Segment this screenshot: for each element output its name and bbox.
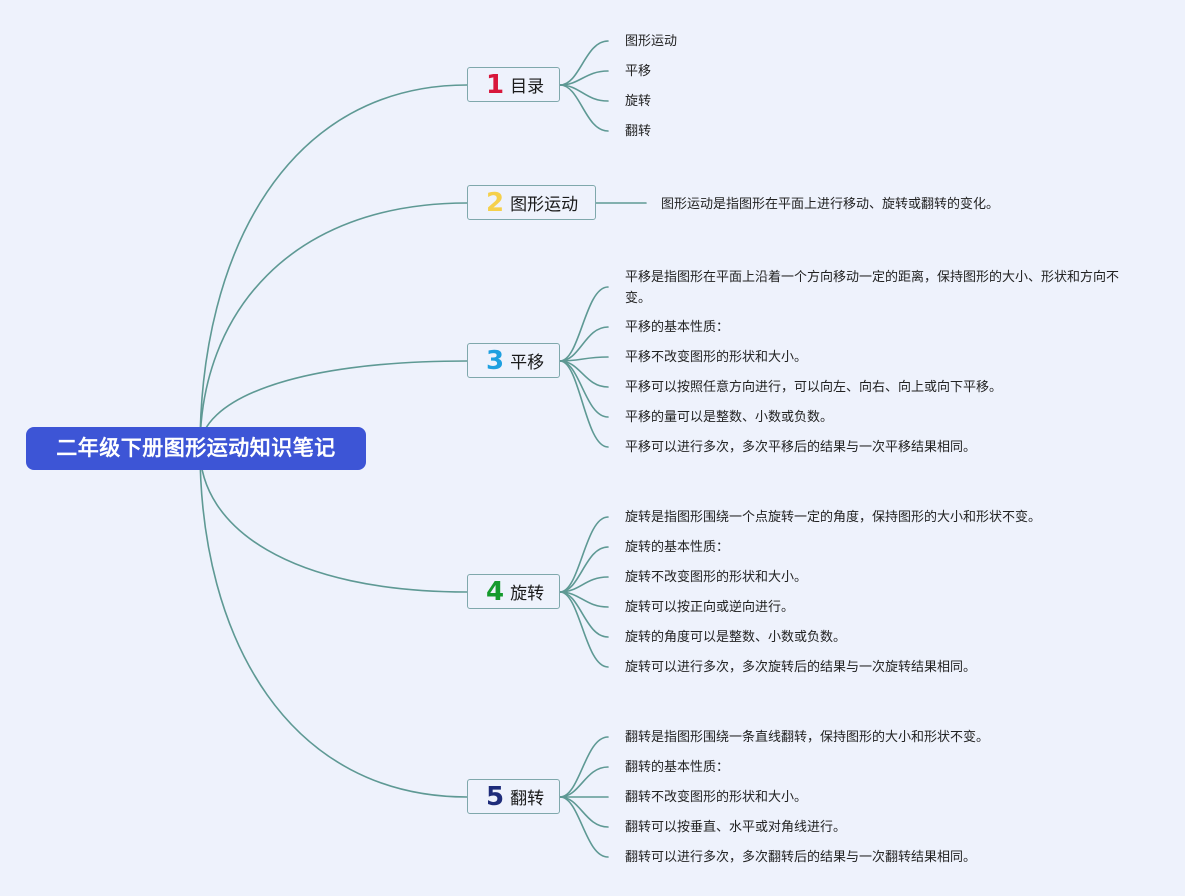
leaf-toc-1[interactable]: 图形运动	[625, 34, 678, 49]
leaf-rotation-1[interactable]: 旋转是指图形围绕一个点旋转一定的角度，保持图形的大小和形状不变。	[625, 510, 1042, 525]
branch-label-motion: 图形运动	[510, 195, 579, 215]
branch-rotation[interactable]: 4 旋转	[467, 574, 560, 609]
leaf-flip-4[interactable]: 翻转可以按垂直、水平或对角线进行。	[625, 820, 847, 835]
edge-translation-leaf-1	[559, 286, 609, 362]
branch-motion[interactable]: 2 图形运动	[467, 185, 596, 220]
edge-root-branch-4	[199, 448, 468, 593]
edge-flip-leaf-4	[559, 796, 609, 828]
leaf-translation-1[interactable]: 平移是指图形在平面上沿着一个方向移动一定的距离，保持图形的大小、形状和方向不变。	[625, 270, 1120, 306]
number-badge-5: 5	[486, 781, 505, 812]
number-badge-2: 2	[486, 187, 505, 218]
edge-toc-leaf-4	[559, 84, 609, 132]
leaf-toc-3[interactable]: 旋转	[625, 94, 652, 109]
edge-rotation-leaf-5	[559, 591, 609, 638]
number-badge-1: 1	[486, 69, 505, 100]
branch-label-rotation: 旋转	[510, 584, 545, 604]
leaf-translation-6[interactable]: 平移可以进行多次，多次平移后的结果与一次平移结果相同。	[625, 440, 977, 455]
leaf-rotation-5[interactable]: 旋转的角度可以是整数、小数或负数。	[625, 630, 847, 645]
leaf-translation-3[interactable]: 平移不改变图形的形状和大小。	[625, 350, 808, 365]
branch-translation[interactable]: 3 平移	[467, 343, 560, 378]
leaf-flip-1[interactable]: 翻转是指图形围绕一条直线翻转，保持图形的大小和形状不变。	[625, 730, 990, 745]
branch-label-toc: 目录	[510, 77, 545, 97]
leaf-translation-4[interactable]: 平移可以按照任意方向进行，可以向左、向右、向上或向下平移。	[625, 380, 1003, 395]
number-badge-4: 4	[486, 576, 505, 607]
branch-label-translation: 平移	[510, 353, 545, 373]
edge-rotation-leaf-6	[559, 591, 609, 668]
leaf-rotation-2[interactable]: 旋转的基本性质：	[625, 540, 730, 555]
edge-flip-leaf-5	[559, 796, 609, 858]
edge-root-branch-1	[199, 84, 468, 450]
leaf-translation-5[interactable]: 平移的量可以是整数、小数或负数。	[625, 410, 834, 425]
branch-toc[interactable]: 1 目录	[467, 67, 560, 102]
leaf-flip-2[interactable]: 翻转的基本性质：	[625, 760, 730, 775]
leaf-rotation-6[interactable]: 旋转可以进行多次，多次旋转后的结果与一次旋转结果相同。	[625, 660, 977, 675]
edge-root-branch-5	[199, 448, 468, 798]
edge-flip-leaf-1	[559, 736, 609, 798]
edge-rotation-leaf-2	[559, 546, 609, 593]
leaf-toc-2[interactable]: 平移	[625, 64, 652, 79]
edge-flip-leaf-2	[559, 766, 609, 798]
number-badge-3: 3	[486, 345, 505, 376]
leaf-motion-1[interactable]: 图形运动是指图形在平面上进行移动、旋转或翻转的变化。	[661, 197, 1000, 212]
edge-toc-leaf-1	[559, 40, 609, 86]
leaf-rotation-4[interactable]: 旋转可以按正向或逆向进行。	[625, 600, 795, 615]
edge-rotation-leaf-1	[559, 516, 609, 593]
leaf-flip-5[interactable]: 翻转可以进行多次，多次翻转后的结果与一次翻转结果相同。	[625, 850, 977, 865]
leaf-flip-3[interactable]: 翻转不改变图形的形状和大小。	[625, 790, 808, 805]
root-topic[interactable]: 二年级下册图形运动知识笔记	[26, 427, 366, 470]
edge-translation-leaf-6	[559, 360, 609, 448]
branch-label-flip: 翻转	[510, 789, 545, 809]
branch-flip[interactable]: 5 翻转	[467, 779, 560, 814]
leaf-translation-2[interactable]: 平移的基本性质：	[625, 320, 730, 335]
leaf-toc-4[interactable]: 翻转	[625, 124, 652, 139]
leaf-rotation-3[interactable]: 旋转不改变图形的形状和大小。	[625, 570, 808, 585]
edge-root-branch-2	[199, 202, 468, 450]
edge-translation-leaf-2	[559, 326, 609, 362]
